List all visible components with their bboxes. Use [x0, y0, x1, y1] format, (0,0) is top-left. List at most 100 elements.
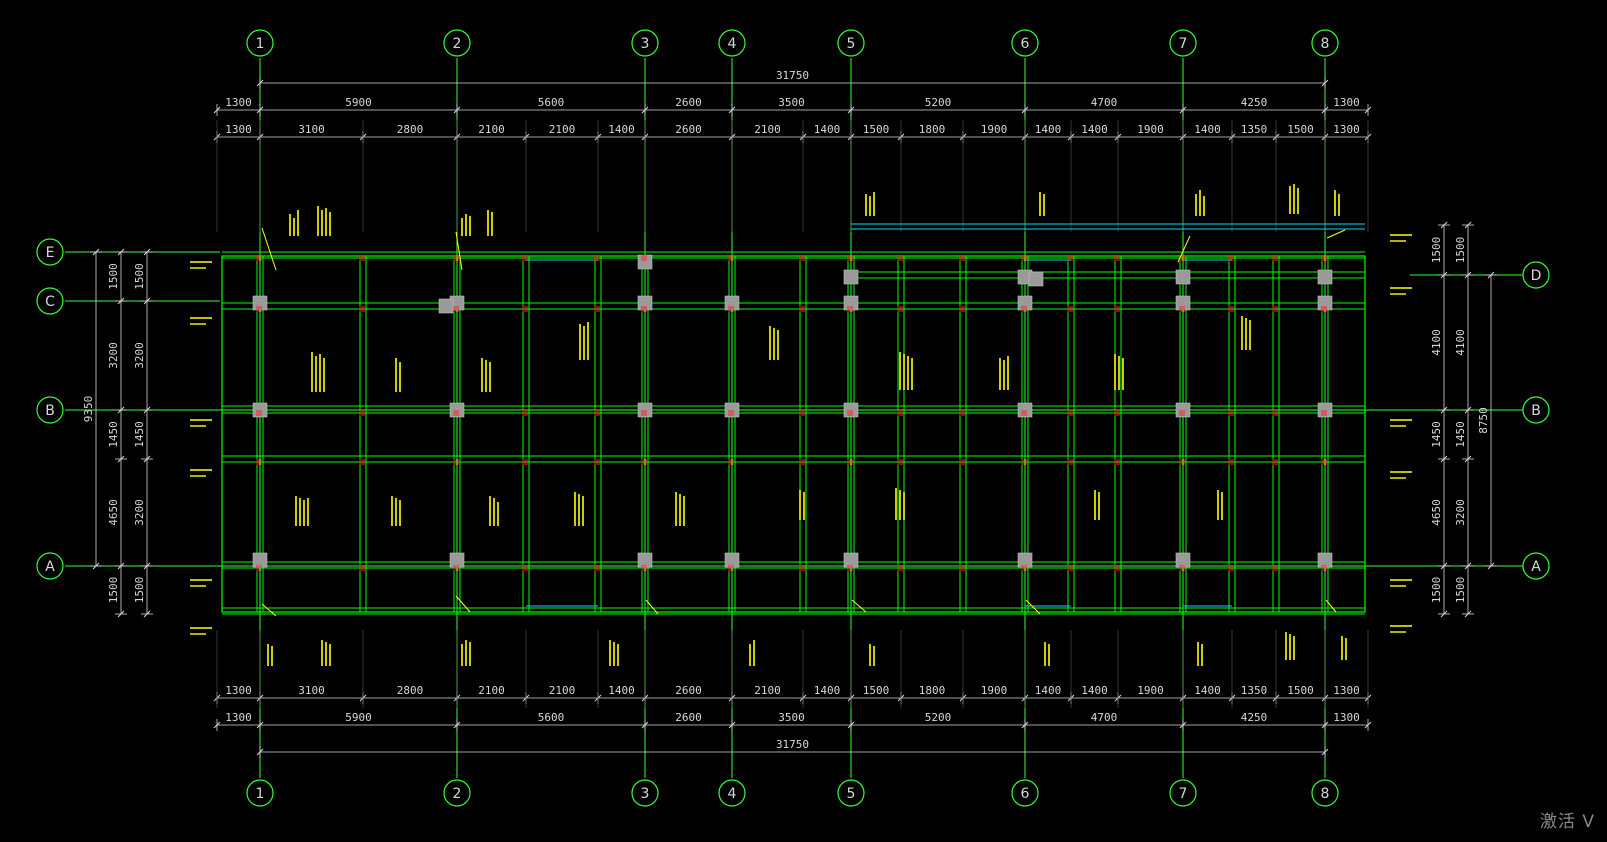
axis-bubble-left-E-circle [36, 238, 64, 266]
dim-bottom-axis-slash [847, 721, 855, 729]
dim-right-overall-label: 8750 [1477, 407, 1490, 434]
dim-top-detail-label: 1300 [1333, 123, 1360, 136]
dim-left-outer-slash [117, 610, 125, 618]
dim-bottom-detail-label: 1400 [1194, 684, 1221, 697]
dim-right-outer-label: 4100 [1430, 329, 1443, 356]
axis-bubble-top-8-circle [1311, 29, 1339, 57]
dim-bottom-detail-label: 2100 [549, 684, 576, 697]
column [252, 295, 268, 311]
column [1017, 295, 1033, 311]
axis-bubble-top-1: 1 [256, 36, 265, 52]
dim-top-axis-slash [847, 106, 855, 114]
axis-bubble-bottom-2-circle [443, 779, 471, 807]
dim-top-axis-slash [641, 106, 649, 114]
axis-bubble-left-C-circle [36, 287, 64, 315]
dim-top-detail-label: 1500 [1287, 123, 1314, 136]
dim-right-inner-label: 4100 [1454, 329, 1467, 356]
dim-bottom-detail-label: 2600 [675, 684, 702, 697]
dim-top-detail-label: 1400 [1035, 123, 1062, 136]
beam-annotations [190, 184, 1412, 666]
axis-bubble-top-1-circle [246, 29, 274, 57]
dim-left-overall-slash [92, 562, 100, 570]
dim-top-axis-slash [1179, 106, 1187, 114]
dim-bottom-axis-slash [256, 721, 264, 729]
axis-bubble-top-2-circle [443, 29, 471, 57]
axis-bubble-bottom-2: 2 [453, 786, 462, 802]
leader-line [1177, 235, 1191, 263]
axis-bubble-bottom-3: 3 [641, 786, 650, 802]
dim-right-outer-slash [1440, 610, 1448, 618]
axis-bubble-bottom-4: 4 [728, 786, 737, 802]
dim-right-outer-slash [1440, 271, 1448, 279]
axis-bubble-bottom-6: 6 [1021, 786, 1030, 802]
axis-bubble-right-B: B [1531, 403, 1541, 419]
dim-top-overall-label: 31750 [776, 69, 809, 82]
dim-right-inner-slash [1464, 221, 1472, 229]
dim-right-inner-label: 1450 [1454, 421, 1467, 448]
column [637, 295, 653, 311]
axis-bubble-top-4-circle [718, 29, 746, 57]
dim-bottom-axis-label: 1300 [225, 711, 252, 724]
axis-bubble-left-E: E [46, 245, 55, 261]
axis-bubble-top-7-circle [1169, 29, 1197, 57]
dim-left-outer-slash [117, 406, 125, 414]
axis-bubble-top-7: 7 [1179, 36, 1188, 52]
dim-left-outer-slash [117, 562, 125, 570]
dim-top-axis-label: 1300 [1333, 96, 1360, 109]
axis-bubble-top-3-circle [631, 29, 659, 57]
floor-outline [221, 255, 1366, 613]
column [637, 254, 653, 270]
dim-bottom-overall-slash [256, 748, 264, 756]
dim-top-axis-slash [1321, 106, 1329, 114]
dim-bottom-detail-label: 1500 [1287, 684, 1314, 697]
column [1317, 402, 1333, 418]
dim-top-axis-slash [453, 106, 461, 114]
dim-bottom-overall-label: 31750 [776, 738, 809, 751]
axis-bubble-bottom-1-circle [246, 779, 274, 807]
column [724, 402, 740, 418]
dim-right-inner-label: 1500 [1454, 237, 1467, 264]
dim-bottom-detail-label: 1350 [1241, 684, 1268, 697]
dim-bottom-axis-label: 4250 [1241, 711, 1268, 724]
dim-top-detail-label: 1500 [863, 123, 890, 136]
axis-bubble-bottom-6-circle [1011, 779, 1039, 807]
axis-bubble-bottom-8-circle [1311, 779, 1339, 807]
column [1317, 552, 1333, 568]
axis-bubble-top-8: 8 [1321, 36, 1330, 52]
axis-bubble-top-5: 5 [847, 36, 856, 52]
dim-right-inner-slash [1464, 271, 1472, 279]
dim-right-inner-label: 3200 [1454, 499, 1467, 526]
dim-bottom-axis-label: 5200 [925, 711, 952, 724]
dim-bottom-axis-label: 4700 [1091, 711, 1118, 724]
dim-bottom-detail-label: 2100 [478, 684, 505, 697]
column [724, 295, 740, 311]
dim-top-detail-label: 1400 [1194, 123, 1221, 136]
dim-bottom-axis-slash [1364, 721, 1372, 729]
axis-bubble-top-6: 6 [1021, 36, 1030, 52]
dim-left-inner-label: 1500 [133, 577, 146, 604]
column [1175, 269, 1191, 285]
dim-left-outer-label: 3200 [107, 342, 120, 369]
column [637, 552, 653, 568]
axis-bubble-top-3: 3 [641, 36, 650, 52]
leader-line [455, 231, 463, 271]
dim-top-axis-label: 4700 [1091, 96, 1118, 109]
dim-left-overall-slash [92, 248, 100, 256]
dim-top-detail-label: 1300 [225, 123, 252, 136]
dim-right-inner-slash [1464, 610, 1472, 618]
axis-bubble-top-5-circle [837, 29, 865, 57]
column [1017, 552, 1033, 568]
dim-top-axis-label: 5900 [345, 96, 372, 109]
column [438, 298, 454, 314]
leader-line [1325, 599, 1337, 613]
dim-left-inner-slash [143, 297, 151, 305]
column [843, 269, 859, 285]
column [1317, 295, 1333, 311]
dim-top-detail-label: 2800 [397, 123, 424, 136]
column [1028, 271, 1044, 287]
activation-watermark: 激活 V [1539, 812, 1595, 832]
column [1175, 295, 1191, 311]
axis-bubble-left-A: A [45, 559, 55, 575]
dim-top-overall-slash [1321, 79, 1329, 87]
dim-bottom-detail-label: 1400 [1035, 684, 1062, 697]
